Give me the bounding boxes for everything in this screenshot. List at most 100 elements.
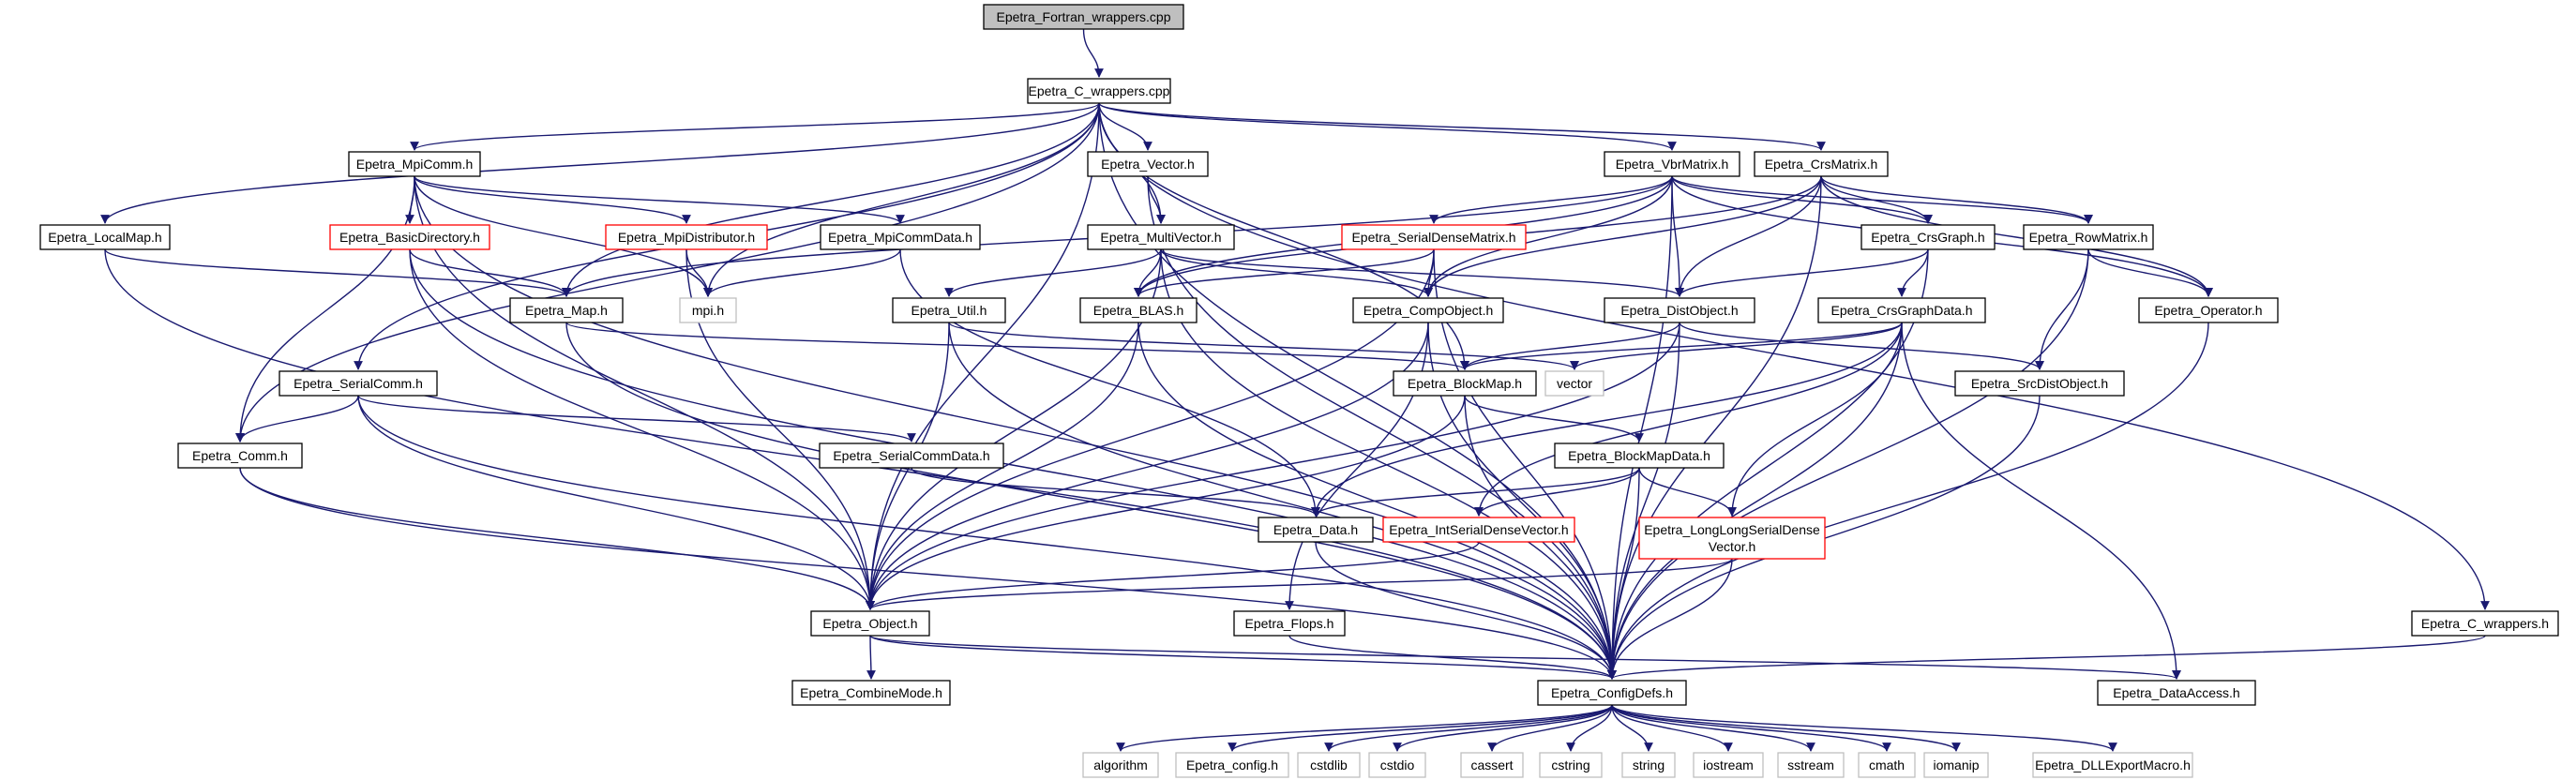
node-cstring: cstring bbox=[1539, 752, 1603, 778]
node-blockmap[interactable]: Epetra_BlockMap.h bbox=[1393, 370, 1537, 397]
edge-blockmapdata-to-llsdv bbox=[1638, 467, 1737, 517]
node-combinemode[interactable]: Epetra_CombineMode.h bbox=[791, 680, 951, 706]
node-blas[interactable]: Epetra_BLAS.h bbox=[1079, 297, 1198, 323]
node-label: Epetra_config.h bbox=[1186, 758, 1278, 772]
edge-distobject-to-srcdist bbox=[1679, 322, 2044, 370]
edge-vbrmatrix-to-serialdense bbox=[1429, 175, 1673, 224]
node-rowmatrix[interactable]: Epetra_RowMatrix.h bbox=[2023, 224, 2154, 250]
node-data[interactable]: Epetra_Data.h bbox=[1258, 517, 1374, 543]
edge-comm-to-object bbox=[239, 467, 875, 610]
edge-basicdir-to-map bbox=[409, 248, 571, 297]
node-label: Epetra_CrsMatrix.h bbox=[1765, 157, 1878, 172]
edge-llsdv-to-object bbox=[866, 558, 1733, 610]
edge-root-to-cwrap_cpp bbox=[1082, 28, 1104, 78]
edge-mpicomm-to-mpicommdata bbox=[414, 175, 905, 224]
node-label: Epetra_SerialCommData.h bbox=[833, 448, 989, 463]
edge-blockmapdata-to-data bbox=[1311, 467, 1640, 517]
node-cassert: cassert bbox=[1460, 752, 1524, 778]
edge-crsgraphdata-to-data bbox=[1311, 322, 1903, 517]
node-basicdir[interactable]: Epetra_BasicDirectory.h bbox=[329, 224, 490, 250]
node-configdefs[interactable]: Epetra_ConfigDefs.h bbox=[1537, 680, 1687, 706]
edge-multivector-to-distobject bbox=[1160, 248, 1684, 297]
edge-configdefs-to-cstdlib bbox=[1324, 704, 1613, 752]
edge-vbrmatrix-to-crsgraph bbox=[1671, 175, 1933, 224]
node-serialdense[interactable]: Epetra_SerialDenseMatrix.h bbox=[1341, 224, 1527, 250]
node-label: Epetra_IntSerialDenseVector.h bbox=[1389, 522, 1568, 537]
edge-vbrmatrix-to-rowmatrix bbox=[1671, 175, 2093, 224]
edge-mpicommdata-to-mpi bbox=[703, 248, 901, 297]
node-mpidist[interactable]: Epetra_MpiDistributor.h bbox=[605, 224, 768, 250]
node-mpicommdata[interactable]: Epetra_MpiCommData.h bbox=[820, 224, 981, 250]
node-iostream: iostream bbox=[1693, 752, 1764, 778]
edge-configdefs-to-algorithm bbox=[1116, 704, 1613, 752]
node-mpicomm[interactable]: Epetra_MpiComm.h bbox=[348, 151, 481, 177]
edge-blockmapdata-to-intsdv bbox=[1474, 467, 1640, 517]
node-label: iostream bbox=[1703, 758, 1754, 772]
node-label: Epetra_SerialDenseMatrix.h bbox=[1351, 230, 1515, 245]
edge-configdefs-to-cassert bbox=[1487, 704, 1613, 752]
edge-mpicomm-to-configdefs bbox=[414, 175, 1617, 680]
edge-serialcommdata-to-data bbox=[911, 467, 1320, 517]
node-comm[interactable]: Epetra_Comm.h bbox=[177, 442, 303, 469]
node-cwrap-cpp[interactable]: Epetra_C_wrappers.cpp bbox=[1027, 78, 1171, 104]
node-map[interactable]: Epetra_Map.h bbox=[509, 297, 624, 323]
node-multivector[interactable]: Epetra_MultiVector.h bbox=[1087, 224, 1235, 250]
node-vector[interactable]: Epetra_Vector.h bbox=[1087, 151, 1209, 177]
node-distobject[interactable]: Epetra_DistObject.h bbox=[1604, 297, 1755, 323]
node-string: string bbox=[1621, 752, 1676, 778]
edge-basicdir-to-configdefs bbox=[409, 248, 1617, 680]
edge-mpicomm-to-mpi bbox=[414, 175, 713, 297]
edge-cwrap_cpp-to-vector bbox=[1098, 102, 1152, 151]
edge-crsgraph-to-distobject bbox=[1675, 248, 1929, 297]
edge-serialdense-to-configdefs bbox=[1433, 248, 1617, 680]
edge-cwrap_cpp-to-mpi bbox=[703, 102, 1100, 297]
node-serialcomm[interactable]: Epetra_SerialComm.h bbox=[279, 370, 438, 397]
node-label: cassert bbox=[1470, 758, 1513, 772]
node-label: Epetra_C_wrappers.h bbox=[2421, 616, 2549, 631]
node-crsmatrix[interactable]: Epetra_CrsMatrix.h bbox=[1754, 151, 1889, 177]
node-util[interactable]: Epetra_Util.h bbox=[892, 297, 1006, 323]
node-blockmapdata[interactable]: Epetra_BlockMapData.h bbox=[1554, 442, 1725, 469]
node-label: Epetra_LongLongSerialDense bbox=[1644, 522, 1820, 537]
node-crsgraphdata[interactable]: Epetra_CrsGraphData.h bbox=[1817, 297, 1986, 323]
node-flops[interactable]: Epetra_Flops.h bbox=[1233, 610, 1346, 637]
edge-cwrap_cpp-to-map bbox=[562, 102, 1100, 297]
edge-object-to-configdefs bbox=[869, 635, 1617, 680]
edge-crsgraphdata-to-vector_std bbox=[1570, 322, 1903, 370]
node-serialcommdata[interactable]: Epetra_SerialCommData.h bbox=[819, 442, 1004, 469]
node-vbrmatrix[interactable]: Epetra_VbrMatrix.h bbox=[1604, 151, 1740, 177]
edge-serialcomm-to-configdefs bbox=[357, 395, 1617, 680]
node-object[interactable]: Epetra_Object.h bbox=[810, 610, 930, 637]
edge-multivector-to-util bbox=[944, 248, 1162, 297]
node-srcdist[interactable]: Epetra_SrcDistObject.h bbox=[1954, 370, 2125, 397]
node-crsgraph[interactable]: Epetra_CrsGraph.h bbox=[1860, 224, 1996, 250]
node-compobject[interactable]: Epetra_CompObject.h bbox=[1352, 297, 1504, 323]
node-cwrap-h[interactable]: Epetra_C_wrappers.h bbox=[2411, 610, 2559, 637]
edge-basicdir-to-object bbox=[409, 248, 875, 610]
node-label: Epetra_Fortran_wrappers.cpp bbox=[997, 9, 1171, 24]
node-vector-std: vector bbox=[1544, 370, 1604, 397]
edge-configdefs-to-dllexport bbox=[1611, 704, 2117, 752]
node-label: algorithm bbox=[1093, 758, 1148, 772]
node-localmap[interactable]: Epetra_LocalMap.h bbox=[39, 224, 171, 250]
node-dllexport: Epetra_DLLExportMacro.h bbox=[2032, 752, 2193, 778]
node-intsdv[interactable]: Epetra_IntSerialDenseVector.h bbox=[1382, 517, 1575, 543]
edge-flops-to-configdefs bbox=[1288, 635, 1617, 680]
edge-util-to-configdefs bbox=[948, 322, 1617, 680]
edge-crsgraph-to-crsgraphdata bbox=[1897, 248, 1929, 297]
node-operator[interactable]: Epetra_Operator.h bbox=[2138, 297, 2279, 323]
edge-configdefs-to-cstring bbox=[1566, 704, 1613, 752]
edge-srcdist-to-configdefs bbox=[1607, 395, 2041, 680]
edge-crsgraphdata-to-llsdv bbox=[1727, 322, 1903, 517]
edge-intsdv-to-object bbox=[866, 541, 1480, 610]
edge-crsmatrix-to-rowmatrix bbox=[1820, 175, 2093, 224]
edge-blockmapdata-to-configdefs bbox=[1607, 467, 1640, 680]
node-label: Epetra_CombineMode.h bbox=[800, 685, 942, 700]
node-label: Epetra_CrsGraph.h bbox=[1871, 230, 1984, 245]
node-dataaccess[interactable]: Epetra_DataAccess.h bbox=[2097, 680, 2256, 706]
node-label: cstdio bbox=[1380, 758, 1415, 772]
file-nodes: Epetra_Fortran_wrappers.cppEpetra_C_wrap… bbox=[39, 4, 2559, 778]
edge-operator-to-configdefs bbox=[1607, 322, 2209, 680]
